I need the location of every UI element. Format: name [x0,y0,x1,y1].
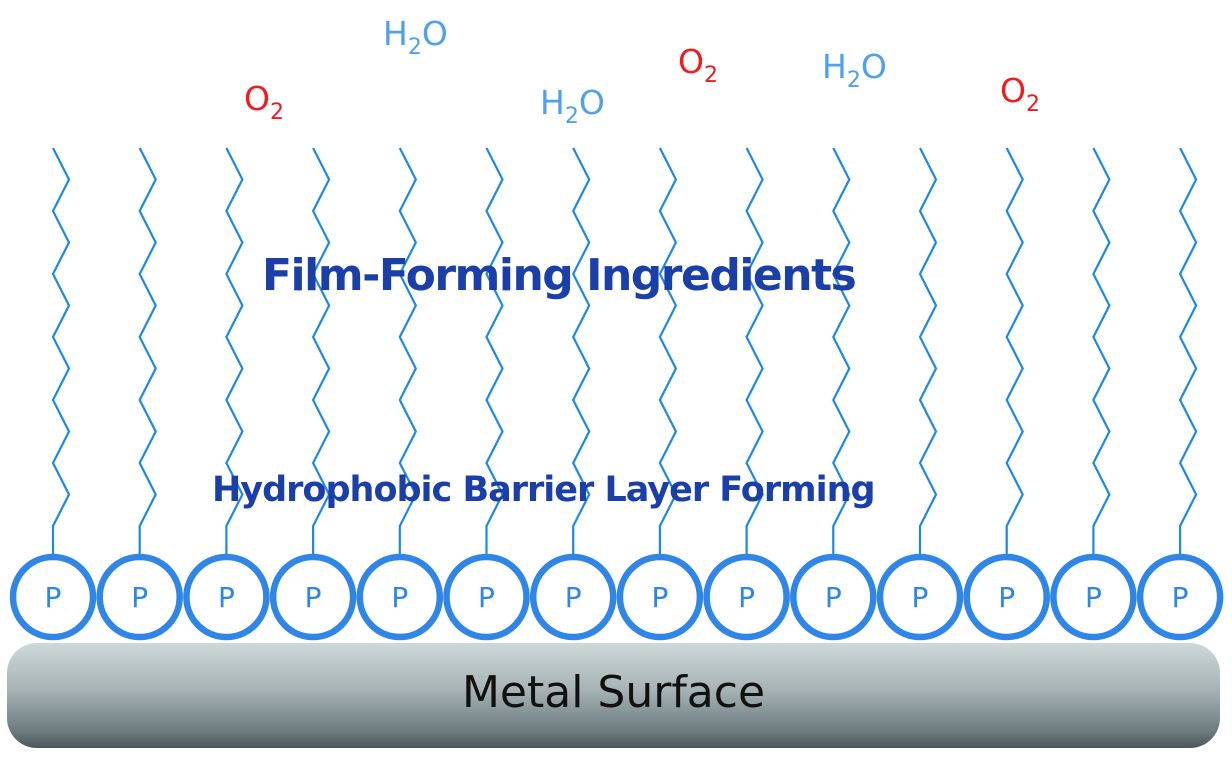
phosphate-head-label: P [651,581,668,614]
hydrocarbon-chain [745,147,764,557]
hydrocarbon-chain [918,147,938,557]
hydrocarbon-chain [658,147,678,557]
phosphate-head-label: P [305,581,322,614]
phosphate-head-label: P [131,581,148,614]
oxygen-molecule: O2 [244,79,284,125]
phosphate-head-label: P [45,581,62,614]
hydrocarbon-chain [1005,147,1024,557]
barrier-layer-label: Hydrophobic Barrier Layer Forming [212,470,876,510]
hydrocarbon-chain [398,147,418,557]
phosphate-head-circle [183,553,270,641]
hydrocarbon-chain [1092,147,1111,557]
phosphate-head-label: P [738,581,755,614]
hydrocarbon-chain [225,147,244,557]
phosphate-head-label: P [912,581,929,614]
phosphate-head-circle [269,553,357,641]
phosphate-head-circle [443,553,530,641]
phosphate-head-label: P [1085,581,1102,614]
metal-surface-label: Metal Surface [461,667,766,718]
phosphate-head-circle [616,553,704,641]
phosphate-head-circle [790,553,877,641]
hydrocarbon-chain [832,147,851,557]
water-molecule: H2O [540,83,605,129]
phosphate-head-circle [96,553,183,641]
phosphate-head-label: P [825,581,842,614]
phosphate-head-circle [1136,553,1224,641]
phosphate-head-label: P [391,581,408,614]
phosphate-head-circle [9,553,97,641]
oxygen-molecule: O2 [678,42,718,88]
phosphate-head-circle [963,553,1050,641]
film-forming-label: Film-Forming Ingredients [262,250,857,301]
phosphate-head-label: P [565,581,582,614]
phosphate-head-label: P [998,581,1015,614]
hydrocarbon-chain [1178,147,1198,557]
hydrocarbon-chain [51,147,71,557]
water-molecule: H2O [383,14,448,60]
phosphate-head-label: P [1172,581,1189,614]
phosphate-head-circle [1050,553,1137,641]
hydrocarbon-chain [485,147,504,557]
phosphate-head-circle [356,553,444,641]
phosphate-head-circle [876,553,964,641]
oxygen-molecule: O2 [1000,71,1040,117]
water-molecule: H2O [822,47,887,93]
hydrocarbon-chain [311,147,331,557]
phosphate-head-label: P [218,581,235,614]
hydrocarbon-chain [571,147,591,557]
phosphate-head-label: P [478,581,495,614]
metal-surface: Metal Surface [7,643,1220,748]
hydrocarbon-chains [51,147,1198,557]
phosphate-head-circle [703,553,790,641]
phosphate-head-circle [529,553,617,641]
hydrocarbon-chain [138,147,157,557]
